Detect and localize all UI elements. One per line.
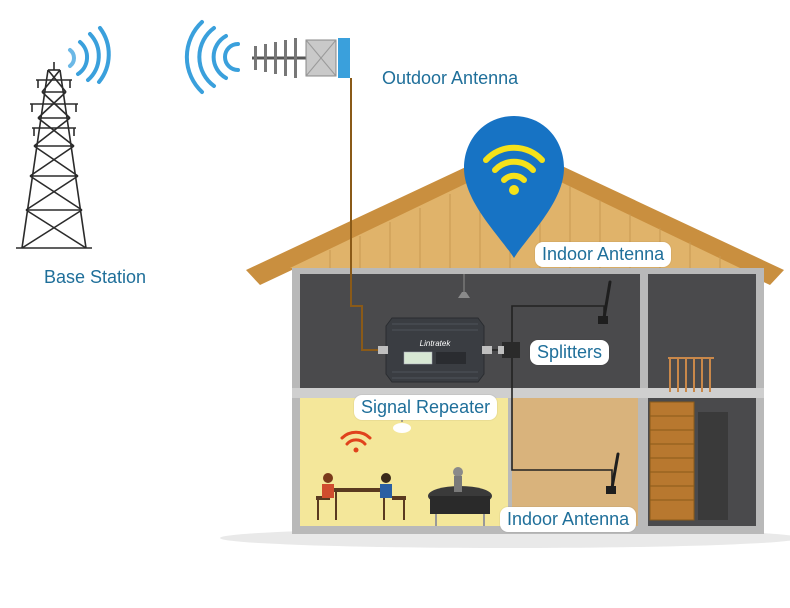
splitter-icon bbox=[498, 342, 520, 358]
antenna-signal-waves-icon bbox=[184, 20, 240, 94]
ceiling-lamp bbox=[458, 274, 470, 298]
staircase bbox=[649, 401, 695, 521]
stair-railing bbox=[668, 357, 714, 392]
wifi-icon bbox=[340, 430, 372, 453]
outdoor-antenna-label: Outdoor Antenna bbox=[382, 68, 519, 88]
signal-repeater-label: Signal Repeater bbox=[354, 395, 498, 420]
floor-divider bbox=[292, 388, 764, 398]
yagi-antenna-icon bbox=[252, 38, 350, 78]
coax-cable bbox=[350, 78, 386, 351]
base-station-label: Base Station bbox=[44, 267, 147, 287]
tower-signal-waves-icon bbox=[68, 26, 111, 84]
splitters-label: Splitters bbox=[530, 340, 610, 365]
wifi-pin-icon bbox=[464, 116, 564, 258]
cell-tower-icon bbox=[16, 62, 92, 249]
repeater-brand: Lintratek bbox=[420, 339, 452, 348]
whip-antenna-icon bbox=[598, 280, 612, 324]
indoor-antenna-bottom-label: Indoor Antenna bbox=[500, 507, 637, 532]
repeater-device-icon bbox=[378, 317, 492, 383]
dining-scene bbox=[316, 473, 406, 520]
doorway bbox=[698, 412, 728, 520]
whip-antenna-icon bbox=[606, 452, 620, 494]
indoor-antenna-top-label: Indoor Antenna bbox=[535, 242, 672, 267]
bar-table bbox=[428, 467, 492, 526]
